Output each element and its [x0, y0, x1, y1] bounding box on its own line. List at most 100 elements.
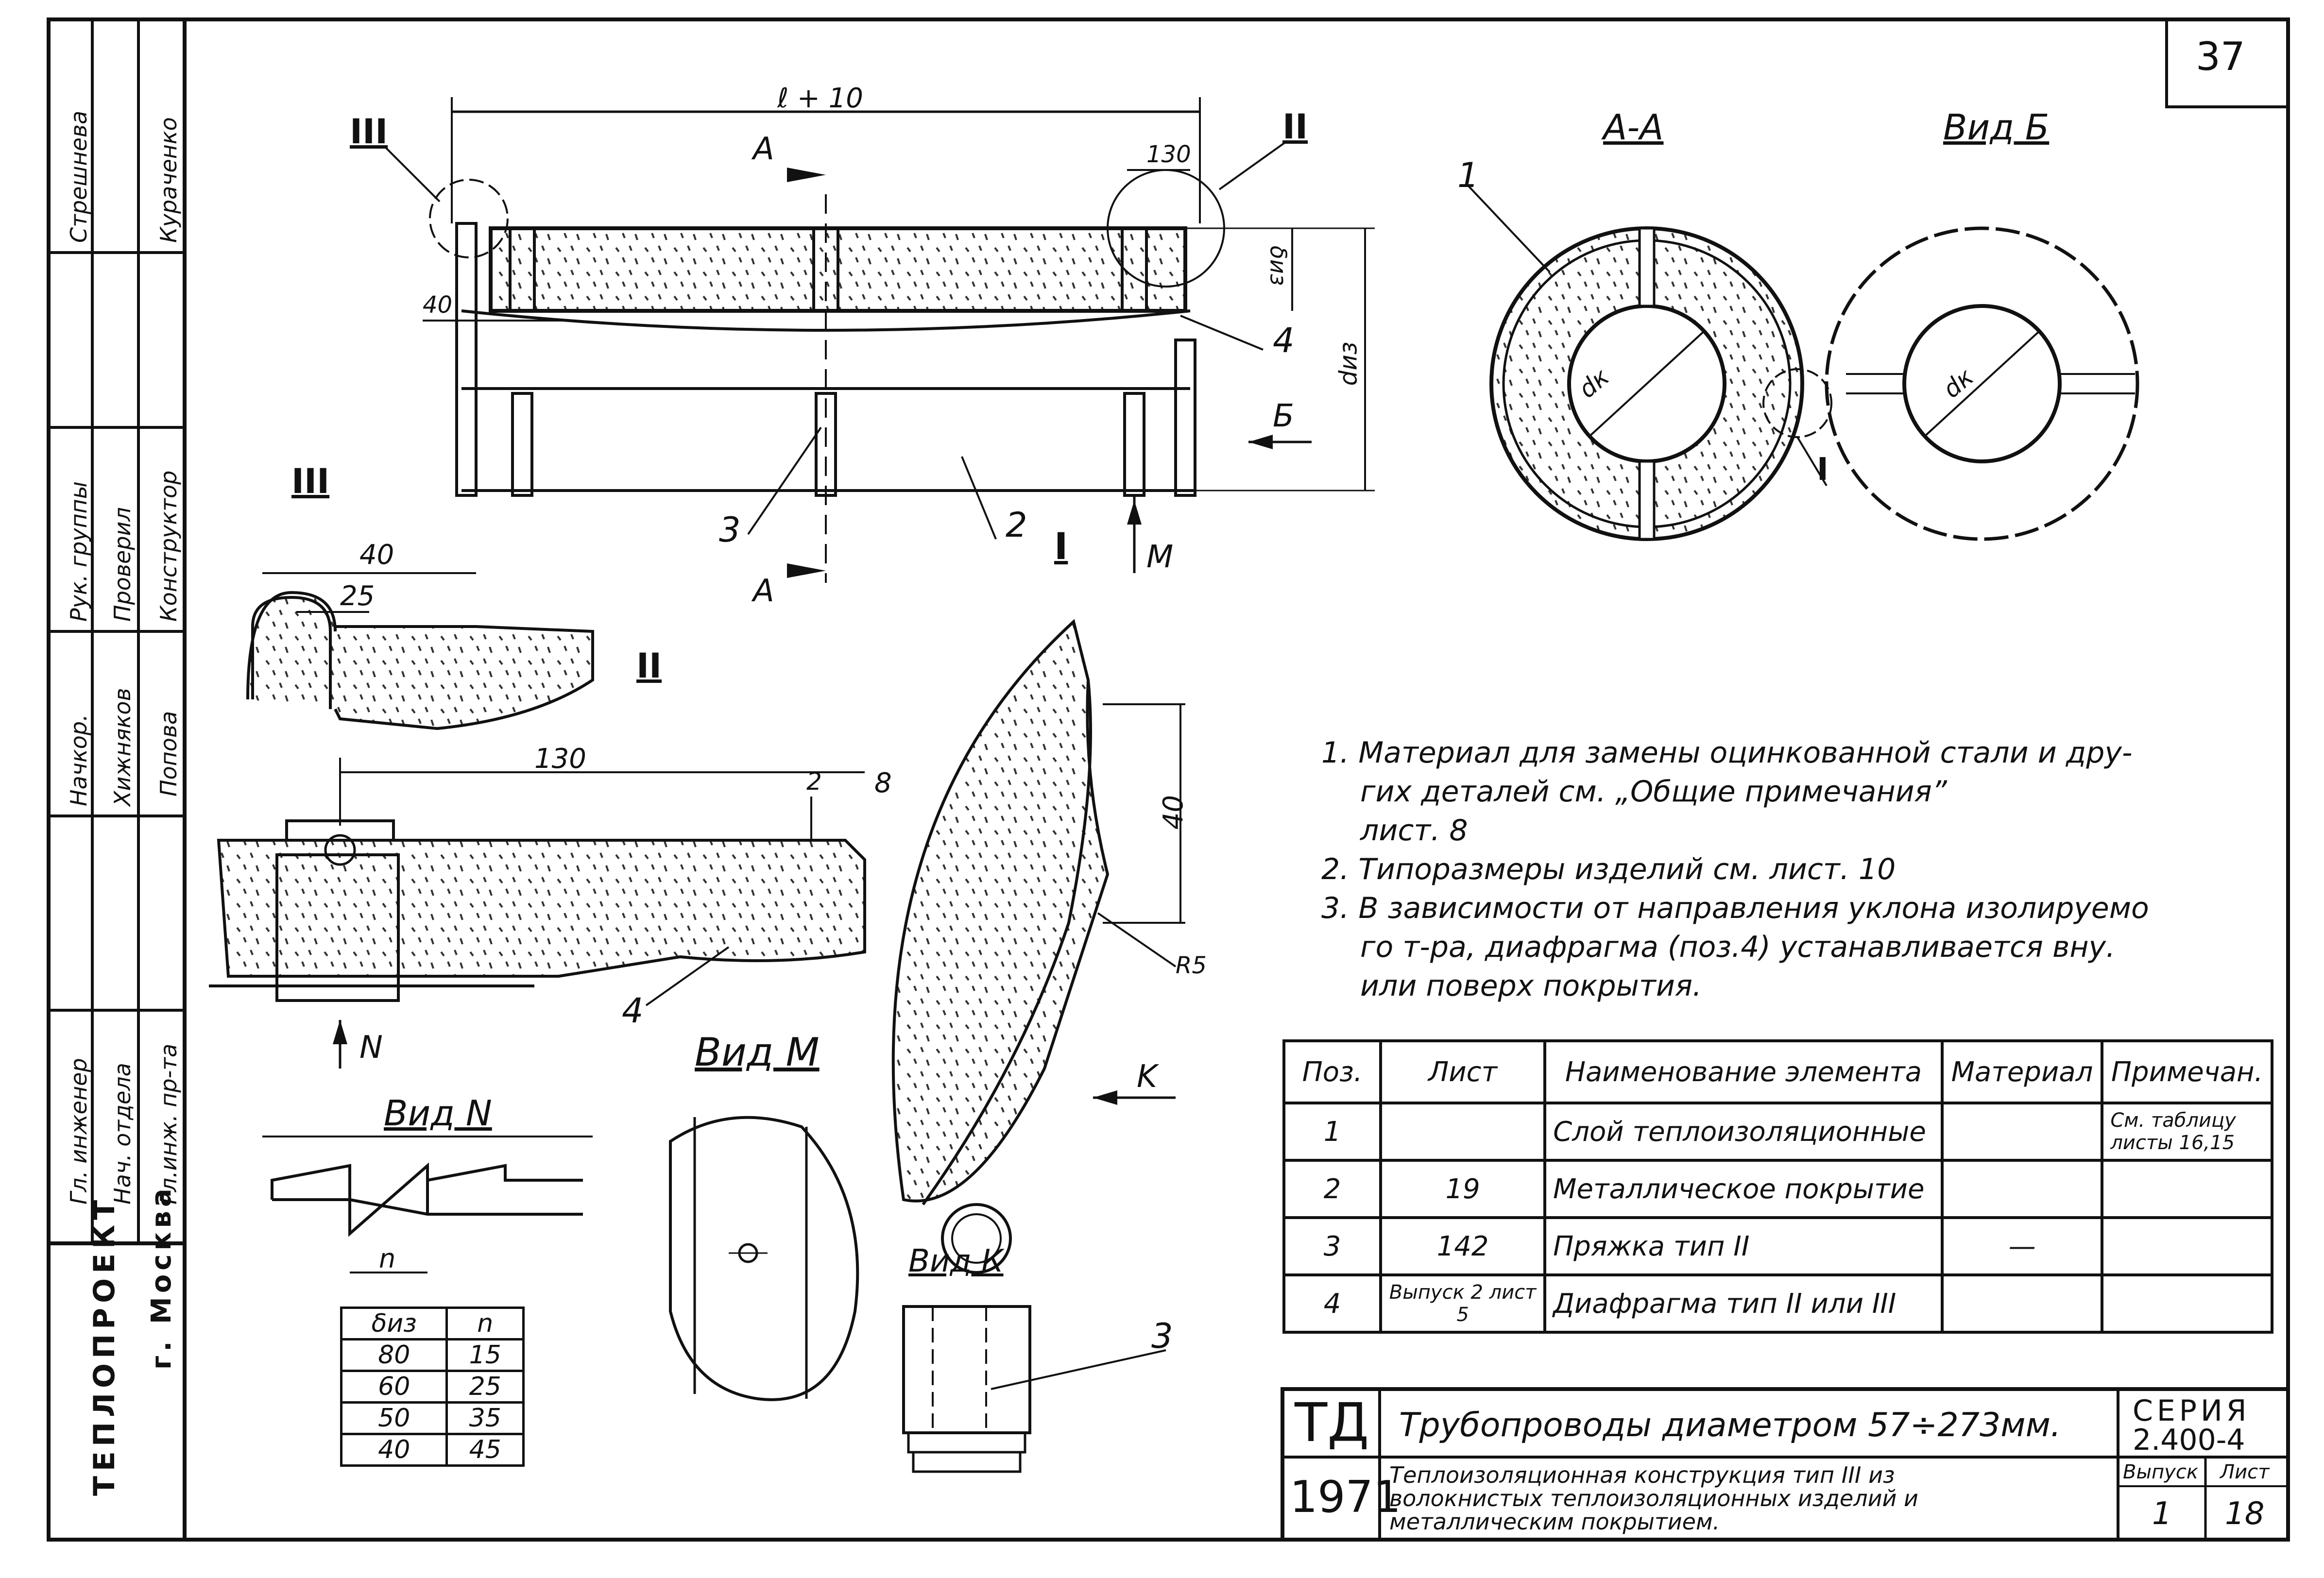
sheet-number-box — [2165, 18, 2290, 108]
table-cell — [2101, 1216, 2273, 1276]
dim-delta-iz: δиз — [1265, 245, 1292, 286]
sheet-label: Лист — [2220, 1461, 2270, 1483]
table-cell: 60 — [340, 1370, 448, 1404]
role-label: Гл.инж. пр-та — [155, 1043, 182, 1205]
header-cell: Материал — [1940, 1039, 2104, 1104]
main-view — [383, 97, 1375, 583]
section-mark-a: А — [753, 131, 774, 167]
year: 1971 — [1290, 1472, 1401, 1523]
detail-ii-title: II — [636, 646, 662, 686]
table-cell: 25 — [445, 1370, 525, 1404]
dim-40: 40 — [359, 539, 394, 571]
series-label: СЕРИЯ — [2133, 1394, 2251, 1428]
view-mark-m: М — [1146, 539, 1174, 575]
specification-table: Поз. Лист Наименование элемента Материал… — [1282, 1039, 2273, 1334]
position-3: 3 — [719, 510, 741, 550]
dim-130: 130 — [534, 743, 586, 775]
dim-40-detail-i: 40 — [1158, 795, 1190, 830]
section-aa — [1466, 184, 1832, 541]
note-line: го т-ра, диафрагма (поз.4) устанавливает… — [1360, 930, 2116, 964]
buckle — [1123, 392, 1145, 497]
callout-ii: II — [1282, 107, 1308, 147]
detail-iii-title: III — [291, 461, 330, 501]
table-cell: 3 — [1282, 1216, 1383, 1276]
person-name: Стрешнева — [66, 110, 92, 243]
header-cell: Примечан. — [2101, 1039, 2273, 1104]
diaphragm-left — [455, 222, 478, 497]
position-4: 4 — [1273, 321, 1295, 360]
note-line: гих деталей см. „Общие примечания” — [1360, 775, 1947, 809]
callout-i: I — [1054, 525, 1068, 568]
person-name: Кураченко — [155, 117, 182, 243]
table-cell: Выпуск 2 лист 5 — [1379, 1273, 1547, 1334]
issue-label: Выпуск — [2123, 1461, 2198, 1483]
header-cell: δиз — [340, 1307, 448, 1340]
table-cell: 40 — [340, 1433, 448, 1467]
dim-n: n — [379, 1243, 396, 1274]
table-row: 2 19 Металлическое покрытие — [1282, 1159, 2273, 1219]
dim-40: 40 — [423, 291, 453, 319]
position-2: 2 — [1006, 505, 1027, 545]
view-b-title: Вид Б — [1943, 107, 2050, 148]
sheet-number: 37 — [2196, 34, 2245, 79]
td-mark: ТД — [1295, 1391, 1369, 1454]
org-name: ТЕПЛОПРОЕКТ — [87, 1195, 121, 1496]
table-header-row: δиз n — [340, 1307, 525, 1340]
section-callout-i: I — [1817, 452, 1828, 488]
sheet-value: 18 — [2225, 1496, 2265, 1532]
note-line: лист. 8 — [1360, 814, 1468, 848]
view-n — [262, 1136, 593, 1273]
dim-8: 8 — [874, 767, 892, 799]
subtitle-line: волокнистых теплоизоляционных изделий и — [1389, 1485, 1918, 1511]
dim-25: 25 — [340, 580, 375, 612]
title: Трубопроводы диаметром 57÷273мм. — [1399, 1406, 2061, 1444]
dim-d-iz: dиз — [1334, 341, 1363, 386]
note-line: 3. В зависимости от направления уклона и… — [1321, 891, 2149, 925]
table-header-row: Поз. Лист Наименование элемента Материал… — [1282, 1039, 2273, 1104]
table-cell: 19 — [1379, 1159, 1547, 1219]
subtitle-line: Теплоизоляционная конструкция тип III из — [1389, 1462, 1895, 1488]
table-cell — [1940, 1102, 2104, 1162]
view-mark-b: Б — [1273, 398, 1294, 434]
table-cell: 35 — [445, 1401, 525, 1435]
person-name: Попова — [155, 711, 182, 797]
table-cell: 2 — [1282, 1159, 1383, 1219]
detail-iii — [246, 572, 594, 730]
table-cell: 50 — [340, 1401, 448, 1435]
person-name: Хижняков — [109, 688, 136, 806]
table-cell — [2101, 1159, 2273, 1219]
table-cell: 15 — [445, 1338, 525, 1372]
role-label: Рук. группы — [66, 481, 92, 622]
role-label: Конструктор — [155, 470, 182, 622]
table-row: 4 Выпуск 2 лист 5 Диафрагма тип II или I… — [1282, 1273, 2273, 1334]
header-cell: Наименование элемента — [1543, 1039, 1944, 1104]
table-cell: — — [1940, 1216, 2104, 1276]
role-label: Проверил — [109, 507, 136, 622]
position-3: 3 — [1151, 1316, 1173, 1356]
view-k — [902, 1305, 1166, 1473]
table-cell — [1940, 1273, 2104, 1334]
table-cell: Диафрагма тип II или III — [1543, 1273, 1944, 1334]
role-label: Гл. инженер — [66, 1058, 92, 1205]
callout-iii: III — [350, 112, 388, 152]
section-aa-title: А-А — [1603, 107, 1664, 148]
table-cell — [2101, 1273, 2273, 1334]
role-label: Нач. отдела — [109, 1063, 136, 1205]
subtitle-line: металлическим покрытием. — [1389, 1509, 1720, 1535]
dim-2: 2 — [806, 767, 822, 796]
note-line: 2. Типоразмеры изделий см. лист. 10 — [1321, 852, 1896, 886]
header-cell: Лист — [1379, 1039, 1547, 1104]
note-line: или поверх покрытия. — [1360, 969, 1702, 1003]
buckle — [511, 392, 533, 497]
dim-130: 130 — [1146, 141, 1191, 168]
role-label: Начкор. — [66, 714, 92, 806]
table-cell — [1379, 1102, 1547, 1162]
view-mark-k: K — [1137, 1059, 1157, 1095]
series-number: 2.400-4 — [2133, 1423, 2245, 1457]
